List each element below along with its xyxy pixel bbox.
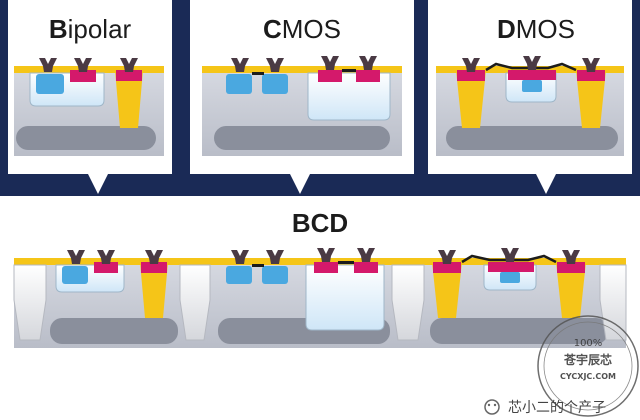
- bipolar-title: Bipolar: [49, 14, 132, 44]
- watermark-footer-text: 芯小二的个产子: [508, 400, 606, 416]
- svg-text:苍宇辰芯: 苍宇辰芯: [563, 352, 612, 367]
- cmos-cross-section: [202, 56, 402, 156]
- watermark-seal: 100% 苍宇辰芯 CYCXJC.COM: [537, 315, 639, 417]
- dmos-panel: DMOS: [428, 0, 632, 194]
- bcd-title: BCD: [292, 208, 348, 238]
- cmos-title: CMOS: [263, 14, 341, 44]
- svg-text:CYCXJC.COM: CYCXJC.COM: [560, 372, 616, 381]
- dmos-cross-section: [436, 56, 624, 156]
- bcd-cross-section: [13, 248, 627, 348]
- svg-text:100%: 100%: [574, 338, 603, 349]
- watermark-footer: 芯小二的个产子: [484, 399, 606, 416]
- wechat-icon: [484, 399, 500, 415]
- dmos-title: DMOS: [497, 14, 575, 44]
- cmos-panel: CMOS: [190, 0, 414, 194]
- bipolar-cross-section: [14, 58, 164, 156]
- bipolar-panel: Bipolar: [8, 0, 172, 194]
- bcd-panel: BCD: [0, 196, 640, 420]
